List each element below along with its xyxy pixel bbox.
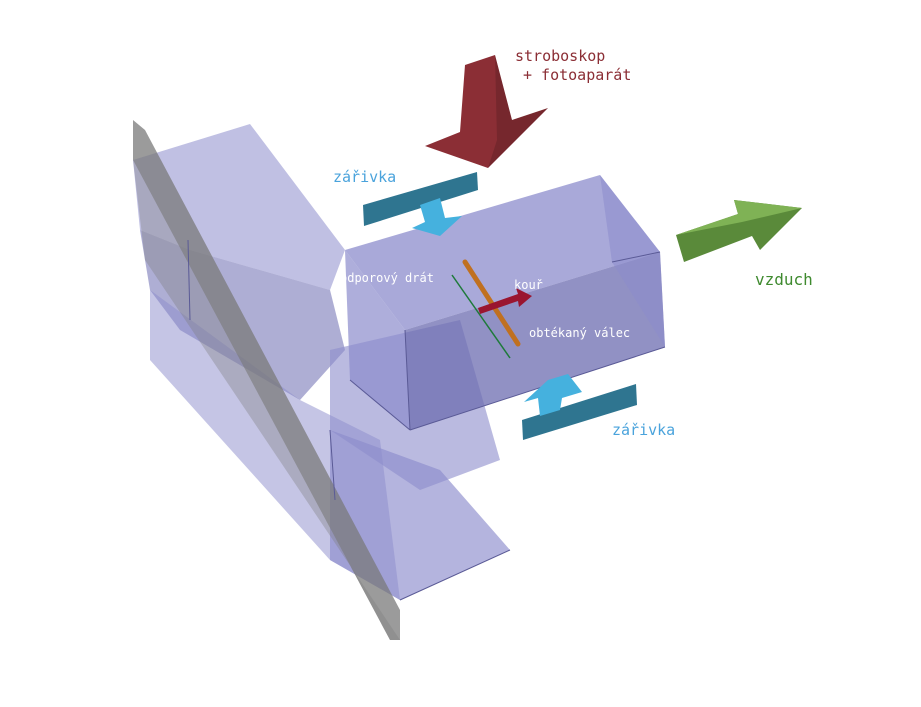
inlet-side-panel	[133, 124, 345, 290]
top-lamp-body	[363, 172, 478, 226]
air-label: vzduch	[755, 270, 813, 289]
smoke-arrow	[478, 288, 532, 314]
test-section-side	[345, 250, 410, 430]
stroboscope-label-2: + fotoaparát	[523, 66, 632, 84]
front-gray-plate	[133, 120, 400, 640]
test-section-top	[345, 175, 660, 330]
bottom-lamp-label: zářivka	[612, 421, 676, 439]
wire-label: odporový drát	[340, 271, 434, 285]
top-lamp-arrow	[412, 198, 462, 236]
duct-edges	[187, 239, 666, 601]
test-section-front	[405, 252, 665, 430]
air-arrow	[676, 200, 802, 262]
cylinder-label: obtékaný válec	[529, 326, 631, 340]
stroboscope-arrow	[425, 55, 548, 168]
resistance-wire	[451, 274, 511, 359]
stroboscope-arrow-shade	[488, 55, 548, 168]
smoke-label: kouř	[514, 278, 543, 292]
top-lamp-label: zářivka	[333, 168, 397, 186]
bottom-lamp-arrow	[524, 374, 582, 416]
bottom-lamp-body	[522, 384, 637, 440]
stroboscope-label-1: stroboskop	[515, 47, 606, 65]
flow-cylinder	[462, 259, 521, 347]
air-arrow-top	[676, 200, 802, 235]
test-section-end	[600, 175, 665, 347]
